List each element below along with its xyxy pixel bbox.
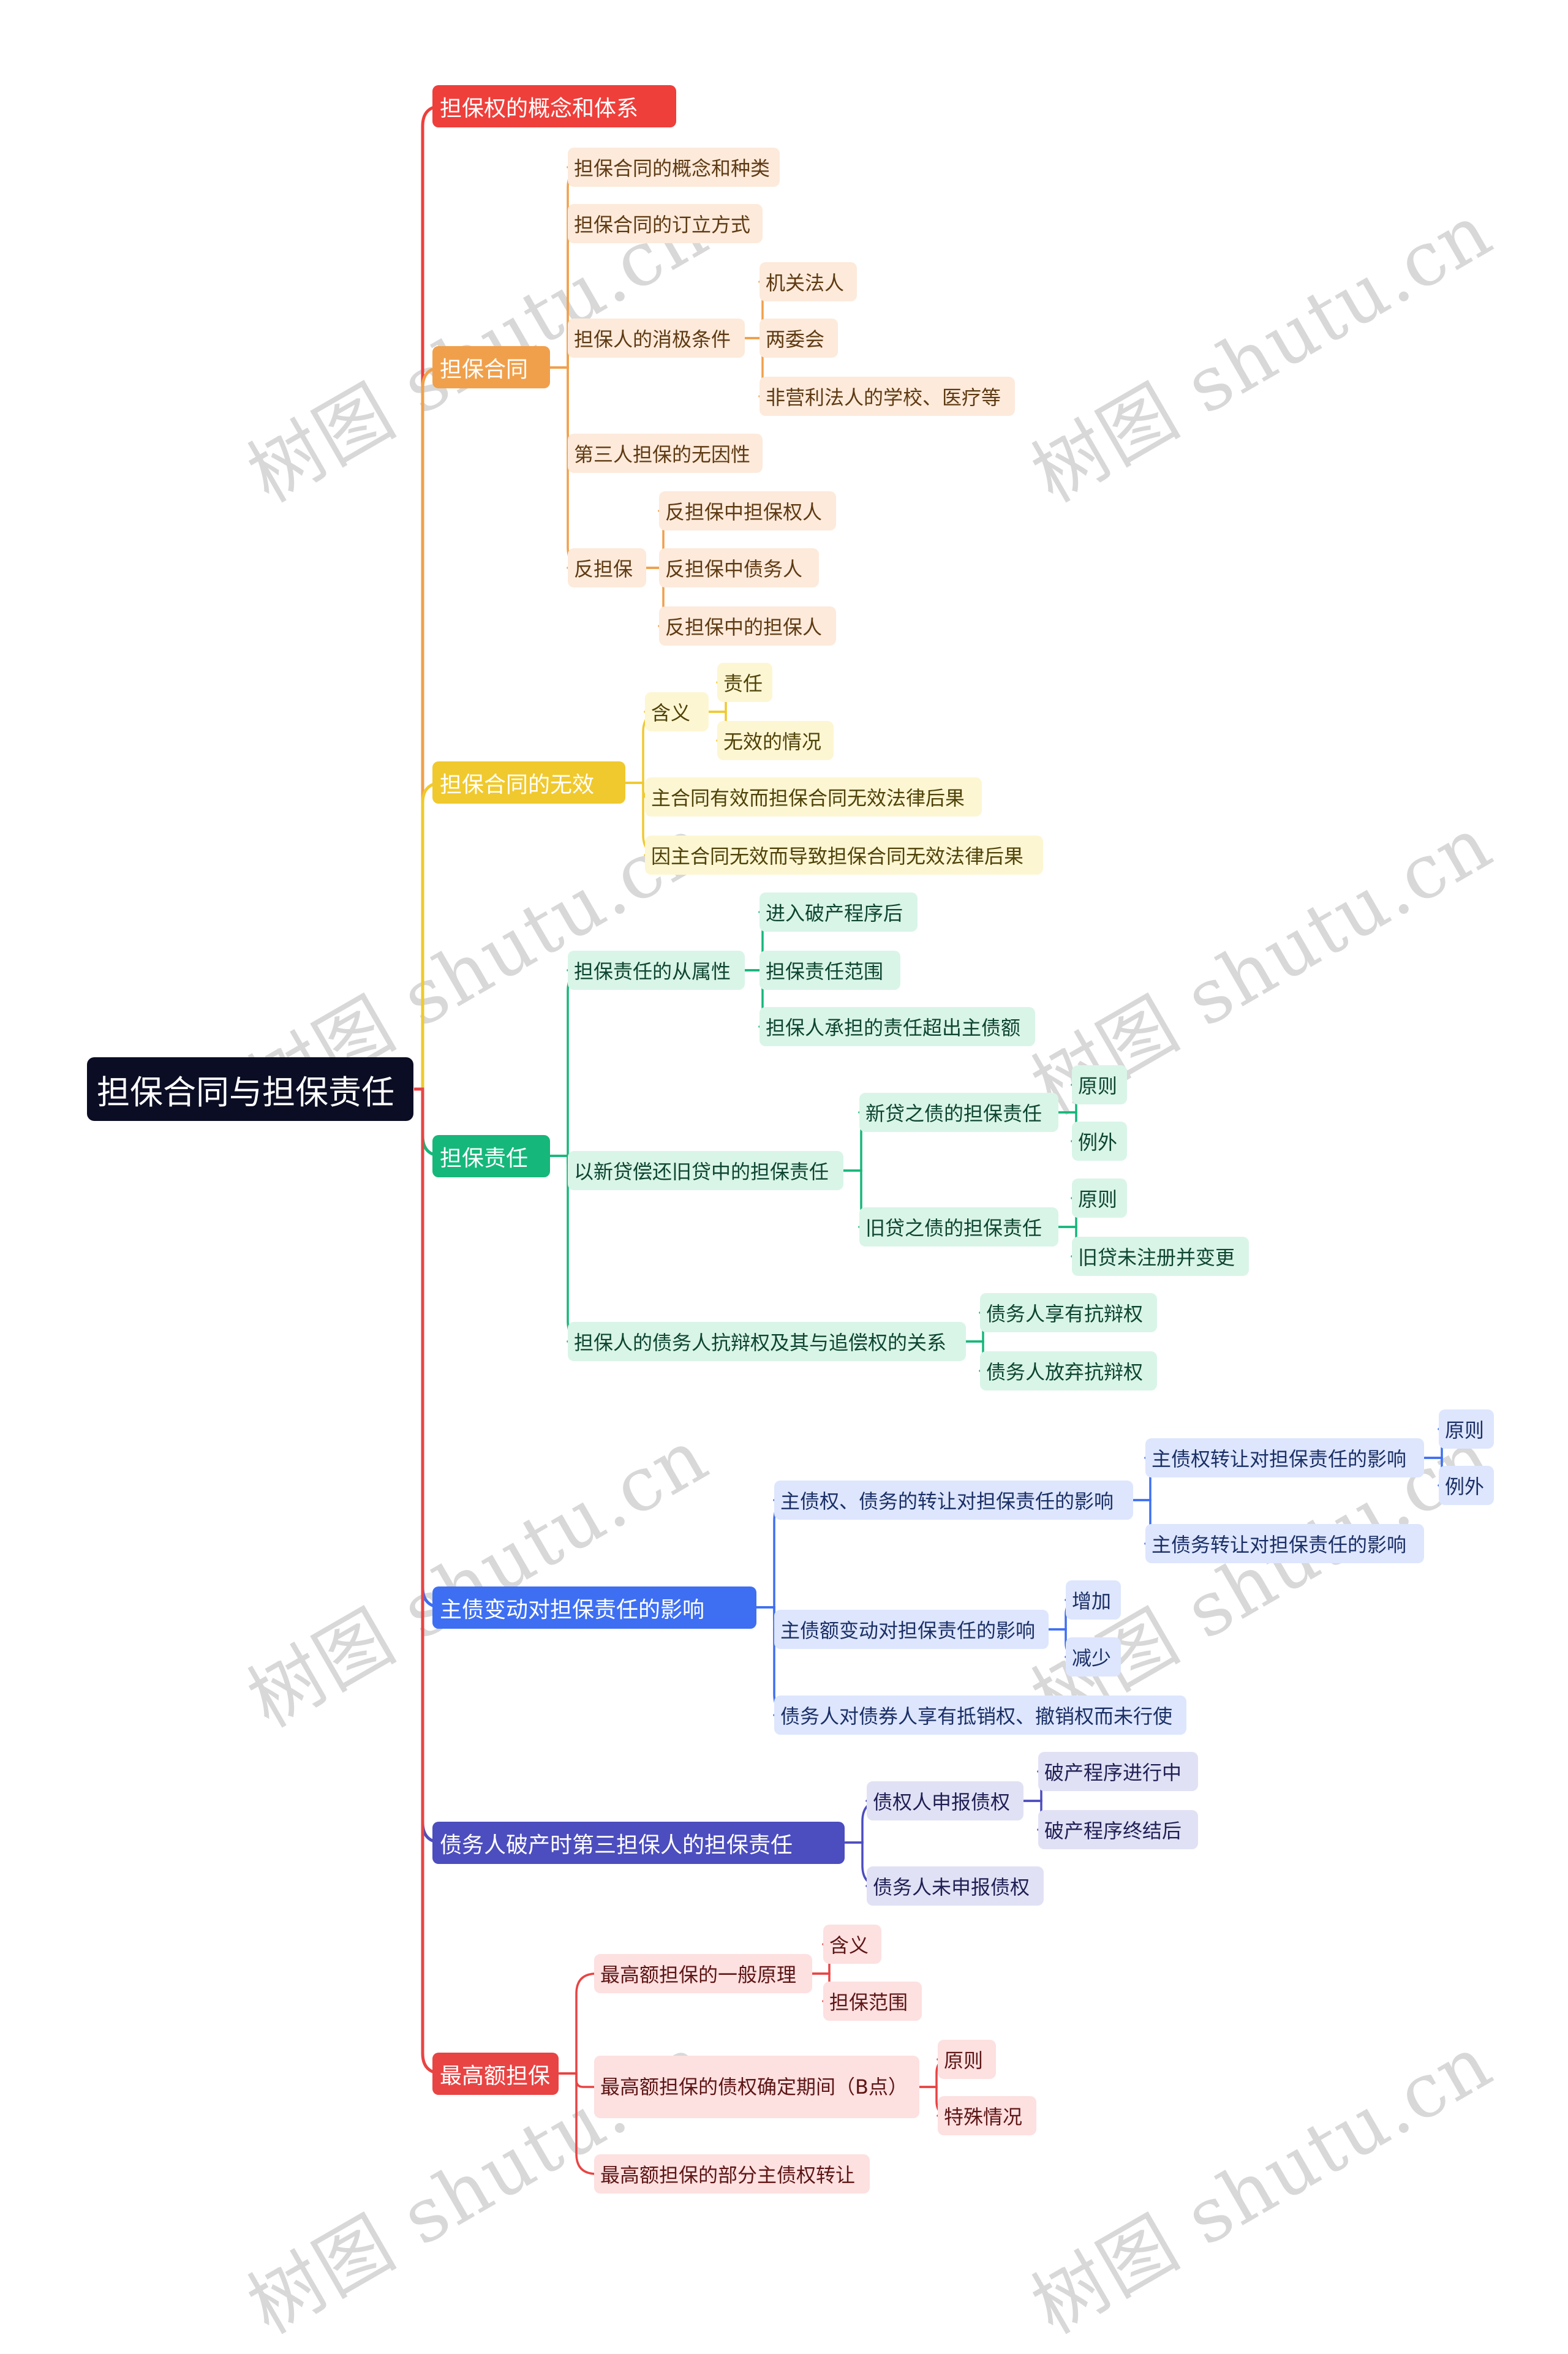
leaf-topic[interactable]: 旧贷未注册并变更 [1072,1237,1249,1276]
leaf-topic[interactable]: 增加 [1066,1580,1121,1620]
leaf-topic[interactable]: 担保合同的概念和种类 [568,148,780,187]
connector-line [558,1972,597,2075]
subtopic[interactable]: 主债权、债务的转让对担保责任的影响 [774,1481,1133,1520]
main-topic[interactable]: 担保权的概念和体系 [432,85,676,127]
subtopic[interactable]: 旧贷之债的担保责任 [859,1207,1058,1247]
trunk-line [414,781,443,1091]
trunk-line [414,366,443,1091]
leaf-topic[interactable]: 担保人承担的责任超出主债额 [760,1007,1035,1046]
connector-line [558,2072,597,2175]
subtopic[interactable]: 新贷之债的担保责任 [859,1093,1058,1132]
leaf-topic[interactable]: 债务人享有抗辩权 [980,1293,1157,1332]
root-topic[interactable]: 担保合同与担保责任 [87,1057,413,1121]
main-topic[interactable]: 最高额担保 [432,2053,559,2095]
leaf-topic[interactable]: 第三人担保的无因性 [568,434,763,473]
leaf-topic[interactable]: 因主合同无效而导致担保合同无效法律后果 [645,836,1043,875]
main-topic[interactable]: 债务人破产时第三担保人的担保责任 [432,1822,845,1864]
subtopic[interactable]: 含义 [645,692,709,731]
leaf-topic[interactable]: 减少 [1066,1637,1121,1677]
leaf-topic[interactable]: 无效的情况 [717,721,834,760]
subtopic[interactable]: 担保责任的从属性 [568,951,745,990]
leaf-topic[interactable]: 债务人未申报债权 [867,1866,1044,1906]
leaf-topic[interactable]: 责任 [717,663,772,702]
leaf-topic[interactable]: 反担保中债务人 [659,548,819,587]
main-topic[interactable]: 担保合同 [432,346,550,388]
main-topic[interactable]: 担保责任 [432,1135,550,1177]
trunk-line [414,1087,443,2075]
leaf-topic[interactable]: 原则 [1072,1179,1127,1218]
leaf-topic[interactable]: 最高额担保的部分主债权转让 [594,2154,870,2194]
subtopic[interactable]: 担保人的债务人抗辩权及其与追偿权的关系 [568,1322,966,1361]
subtopic[interactable]: 以新贷偿还旧贷中的担保责任 [568,1151,843,1190]
leaf-topic[interactable]: 破产程序终结后 [1038,1810,1198,1849]
main-topic[interactable]: 担保合同的无效 [432,761,625,804]
leaf-topic[interactable]: 反担保中担保权人 [659,491,836,530]
leaf-topic[interactable]: 主债务转让对担保责任的影响 [1145,1524,1424,1563]
leaf-topic[interactable]: 破产程序进行中 [1038,1752,1198,1791]
subtopic[interactable]: 担保人的消极条件 [568,319,745,358]
subtopic[interactable]: 最高额担保的债权确定期间（B点） [594,2056,919,2118]
leaf-topic[interactable]: 例外 [1439,1466,1494,1505]
subtopic[interactable]: 主债额变动对担保责任的影响 [774,1610,1049,1649]
trunk-line [414,1087,443,1844]
leaf-topic[interactable]: 例外 [1072,1122,1127,1161]
leaf-topic[interactable]: 债务人放弃抗辩权 [980,1351,1157,1390]
subtopic[interactable]: 反担保 [568,548,646,587]
leaf-topic[interactable]: 主合同有效而担保合同无效法律后果 [645,777,982,817]
leaf-topic[interactable]: 原则 [1072,1065,1127,1104]
leaf-topic[interactable]: 担保合同的订立方式 [568,204,763,243]
trunk-line [414,104,443,1091]
leaf-topic[interactable]: 原则 [938,2040,996,2079]
leaf-topic[interactable]: 非营利法人的学校、医疗等 [760,377,1015,416]
leaf-topic[interactable]: 特殊情况 [938,2096,1036,2135]
subtopic[interactable]: 最高额担保的一般原理 [594,1954,812,1993]
leaf-topic[interactable]: 进入破产程序后 [760,892,918,932]
leaf-topic[interactable]: 担保责任范围 [760,951,900,990]
leaf-topic[interactable]: 反担保中的担保人 [659,606,836,646]
subtopic[interactable]: 债权人申报债权 [867,1781,1023,1820]
main-topic[interactable]: 主债变动对担保责任的影响 [432,1586,756,1629]
leaf-topic[interactable]: 两委会 [760,319,838,358]
subtopic[interactable]: 主债权转让对担保责任的影响 [1145,1438,1424,1477]
connector-line [549,969,589,1157]
leaf-topic[interactable]: 原则 [1439,1409,1494,1449]
leaf-topic[interactable]: 机关法人 [760,262,857,301]
leaf-topic[interactable]: 担保范围 [823,1982,922,2021]
leaf-topic[interactable]: 含义 [823,1925,881,1964]
leaf-topic[interactable]: 债务人对债券人享有抵销权、撤销权而未行使 [774,1696,1186,1735]
